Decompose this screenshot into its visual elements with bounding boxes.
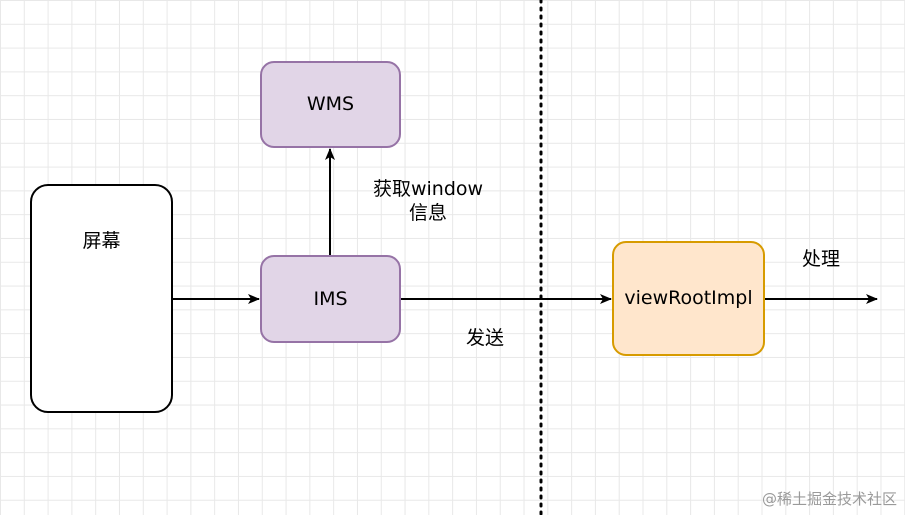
node-screen-label: 屏幕 xyxy=(82,230,121,252)
node-wms[interactable]: WMS xyxy=(260,61,401,148)
edge-label-fetch-window-line1: 获取window xyxy=(372,178,484,200)
node-viewrootimpl-label: viewRootImpl xyxy=(624,287,753,310)
node-screen[interactable]: 屏幕 xyxy=(30,184,173,413)
edge-label-handle: 处理 xyxy=(802,248,841,270)
edge-label-fetch-window: 获取window 信息 xyxy=(368,178,488,226)
watermark: @稀土掘金技术社区 xyxy=(761,490,897,508)
edge-label-fetch-window-line2: 信息 xyxy=(408,201,447,224)
node-ims-label: IMS xyxy=(313,287,348,310)
edge-label-send: 发送 xyxy=(466,327,505,349)
node-viewrootimpl[interactable]: viewRootImpl xyxy=(612,241,765,356)
node-ims[interactable]: IMS xyxy=(260,255,401,343)
node-wms-label: WMS xyxy=(306,93,355,116)
